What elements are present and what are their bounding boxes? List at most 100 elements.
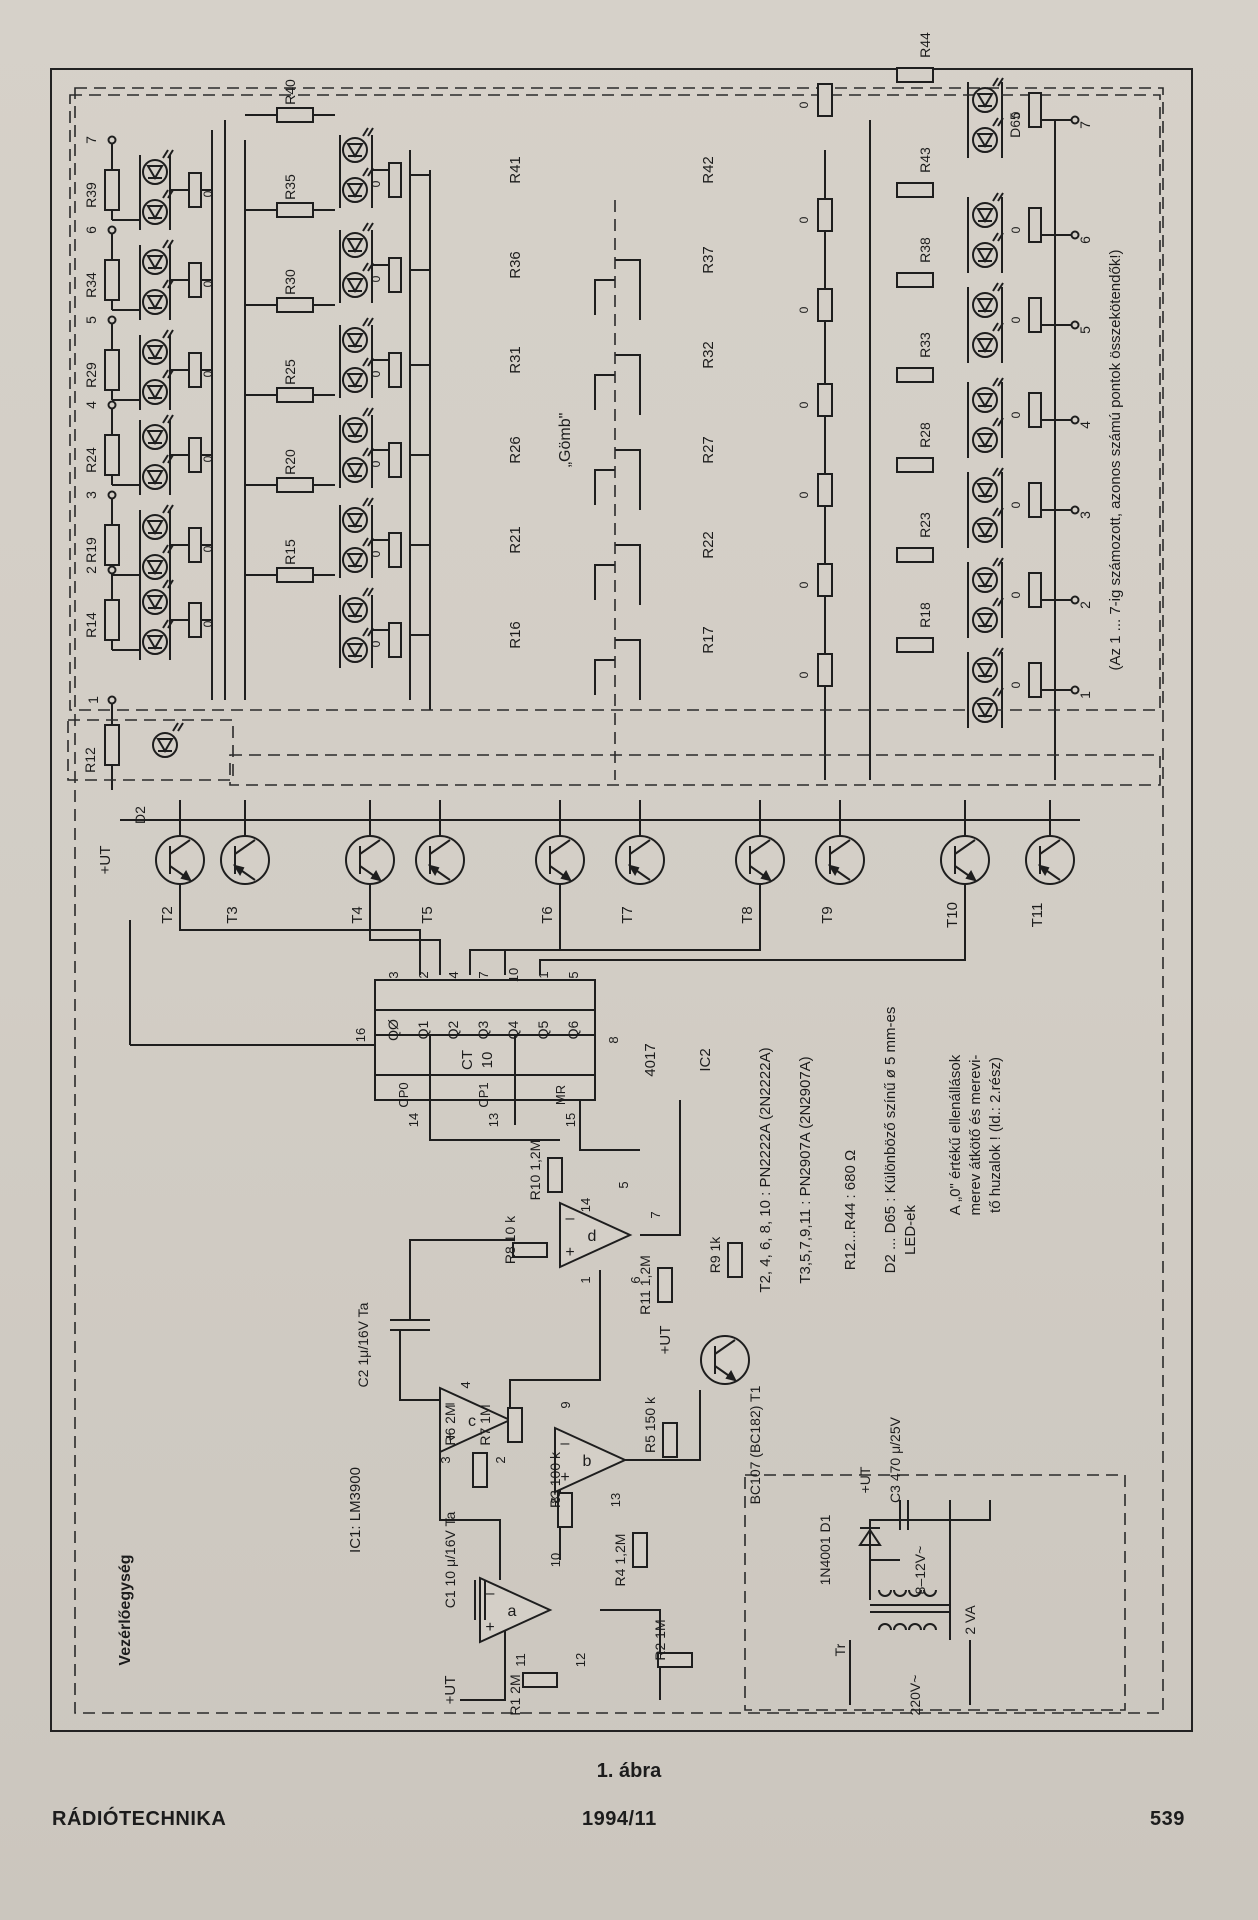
terminal-point	[1070, 415, 1080, 425]
resistor-label: R26	[507, 436, 524, 464]
label: 0	[797, 491, 811, 498]
resistor-r7	[507, 1407, 523, 1443]
transistor-lead	[359, 839, 381, 855]
wire	[460, 1610, 506, 1701]
wire	[429, 1100, 560, 1141]
led-arrow	[992, 192, 999, 202]
label: 0	[201, 190, 215, 197]
led-arrow	[997, 557, 1004, 567]
resistor-label: R43	[917, 147, 933, 173]
emitter-arrow	[627, 864, 640, 877]
wire	[615, 639, 641, 700]
label: 0	[369, 550, 383, 557]
pin-number: 10	[506, 968, 521, 982]
led-triangle	[346, 238, 364, 253]
transistor-label: T10	[944, 902, 961, 928]
wire	[594, 659, 615, 695]
pin-number: 5	[616, 1181, 631, 1188]
resistor-label: R16	[507, 621, 524, 649]
emitter-arrow	[560, 870, 572, 882]
led-arrow	[992, 687, 999, 697]
resistor-label: R41	[507, 156, 524, 184]
pin-number: 8	[606, 1036, 621, 1043]
label: 1	[85, 696, 101, 704]
label: –	[561, 1435, 570, 1452]
resistor-label: R22	[700, 531, 717, 559]
d2-box	[67, 719, 234, 781]
emitter-arrow	[827, 864, 840, 877]
led-arrow	[367, 587, 374, 597]
d1-label: 1N4001 D1	[817, 1514, 833, 1585]
led-resistor	[896, 547, 934, 563]
transformer-coil	[923, 1623, 937, 1631]
led-arrow	[162, 239, 169, 249]
zero-resistor	[388, 352, 402, 388]
r5-label: R5 150 k	[642, 1396, 658, 1453]
led-triangle	[346, 603, 364, 618]
led-resistor	[276, 477, 314, 493]
emitter-arrow	[965, 870, 977, 882]
wire	[439, 1420, 501, 1580]
resistor-label: R32	[700, 341, 717, 369]
resistor-label: R14	[83, 612, 99, 638]
node-number: 2	[1077, 601, 1093, 609]
pin-number: 6	[628, 1276, 643, 1283]
led-triangle	[346, 643, 364, 658]
led-triangle	[976, 703, 994, 718]
supply-label: +UT	[97, 846, 114, 875]
led-triangle	[346, 143, 364, 158]
led-arrow	[992, 117, 999, 127]
r11-label: R11 1,2M	[637, 1255, 653, 1315]
wire	[579, 1100, 640, 1151]
node-number: 7	[1077, 121, 1093, 129]
label: 0	[201, 620, 215, 627]
supply-label: +UT	[857, 1466, 873, 1493]
terminal-point	[1070, 230, 1080, 240]
transistor-lead	[549, 839, 571, 855]
zero-resistor	[188, 352, 202, 388]
label: 0	[797, 401, 811, 408]
counter-output-label: Q2	[445, 1020, 461, 1039]
led-triangle	[346, 373, 364, 388]
led-arrow	[167, 149, 174, 159]
led-triangle	[976, 663, 994, 678]
label: 0	[1009, 681, 1023, 688]
terminal-point	[107, 315, 117, 325]
label: –	[566, 1210, 575, 1227]
led-arrow	[362, 167, 369, 177]
resistor-label: R18	[917, 602, 933, 628]
led-arrow	[162, 579, 169, 589]
resistor-r4	[632, 1532, 648, 1568]
counter-input-label: CP0	[396, 1082, 411, 1107]
label: 0	[1009, 501, 1023, 508]
node-number: 4	[83, 401, 99, 409]
transformer-coil	[893, 1589, 907, 1597]
led-arrow	[367, 167, 374, 177]
transistor-label: T6	[539, 906, 556, 924]
pin-number: 7	[648, 1211, 663, 1218]
zero-resistor	[1028, 392, 1042, 428]
wire	[640, 1100, 681, 1236]
led-arrow	[172, 722, 179, 732]
led-resistor	[276, 202, 314, 218]
led-arrow	[992, 282, 999, 292]
resistor-label: R44	[917, 32, 933, 58]
led-arrow	[162, 279, 169, 289]
led-triangle	[976, 613, 994, 628]
led-arrow	[362, 497, 369, 507]
led-triangle	[146, 165, 164, 180]
terminal-point	[1070, 115, 1080, 125]
r6-label: R6 2M	[442, 1404, 458, 1445]
zero-resistor	[817, 83, 833, 117]
pin-number: 2	[416, 971, 431, 978]
resistor-label: R34	[83, 272, 99, 298]
pin-number: 11	[513, 1653, 528, 1667]
label: 0	[797, 216, 811, 223]
led-arrow	[362, 357, 369, 367]
transistor-label: T5	[419, 906, 436, 924]
led-arrow	[362, 317, 369, 327]
led-arrow	[367, 497, 374, 507]
led-triangle	[146, 205, 164, 220]
led-triangle	[346, 553, 364, 568]
r2-label: R2 1M	[652, 1619, 668, 1660]
